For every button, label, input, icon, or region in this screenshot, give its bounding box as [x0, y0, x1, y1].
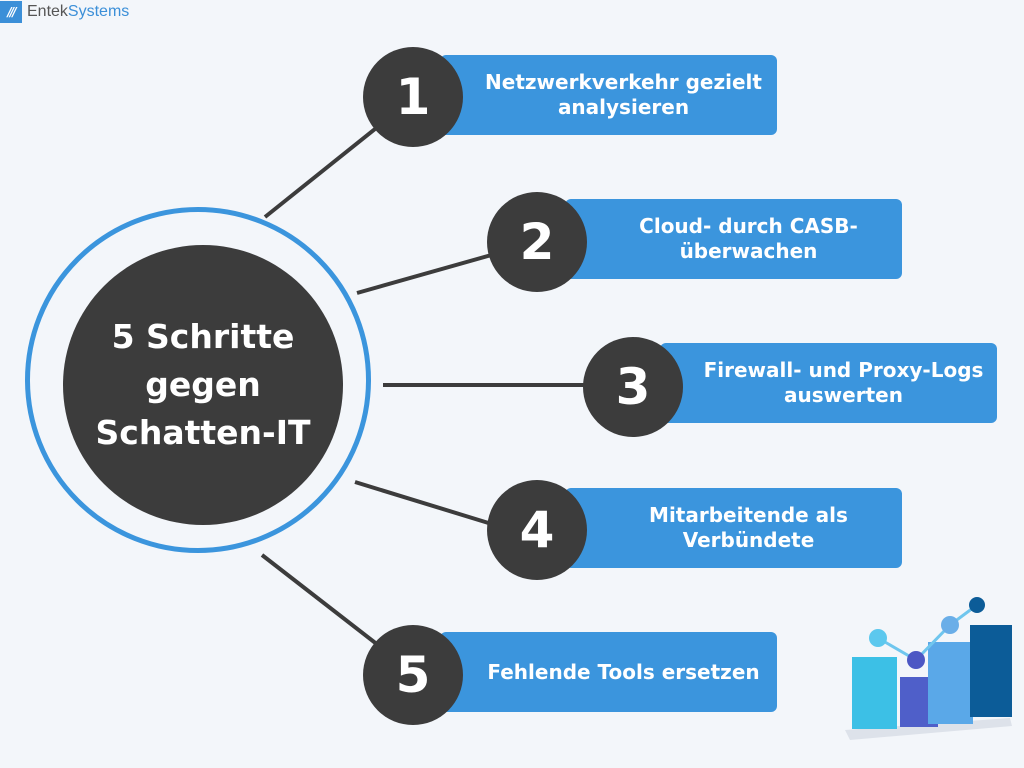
logo-text-1: Entek: [27, 3, 68, 20]
step-4-number: 4: [487, 480, 587, 580]
logo: /// EntekSystems: [0, 0, 129, 24]
connector-1: [263, 123, 382, 219]
bar-chart-illustration-icon: [845, 597, 1012, 740]
step-5-box: Fehlende Tools ersetzen: [440, 632, 777, 712]
step-1-box: Netzwerkverkehr gezielt analysieren: [440, 55, 777, 135]
step-5-number: 5: [363, 625, 463, 725]
connector-4: [354, 480, 496, 527]
step-4-box: Mitarbeitende als Verbündete: [565, 488, 902, 568]
connector-5: [260, 553, 380, 647]
step-2-number: 2: [487, 192, 587, 292]
connector-2: [356, 252, 496, 295]
logo-text-2: Systems: [67, 3, 130, 20]
logo-icon: ///: [0, 1, 22, 23]
step-3-number: 3: [583, 337, 683, 437]
center-ring: [25, 207, 371, 553]
step-3-box: Firewall- und Proxy-Logs auswerten: [660, 343, 997, 423]
step-2-box: Cloud- durch CASB-überwachen: [565, 199, 902, 279]
center-title: 5 Schritte gegen Schatten-IT: [63, 245, 343, 525]
step-1-number: 1: [363, 47, 463, 147]
